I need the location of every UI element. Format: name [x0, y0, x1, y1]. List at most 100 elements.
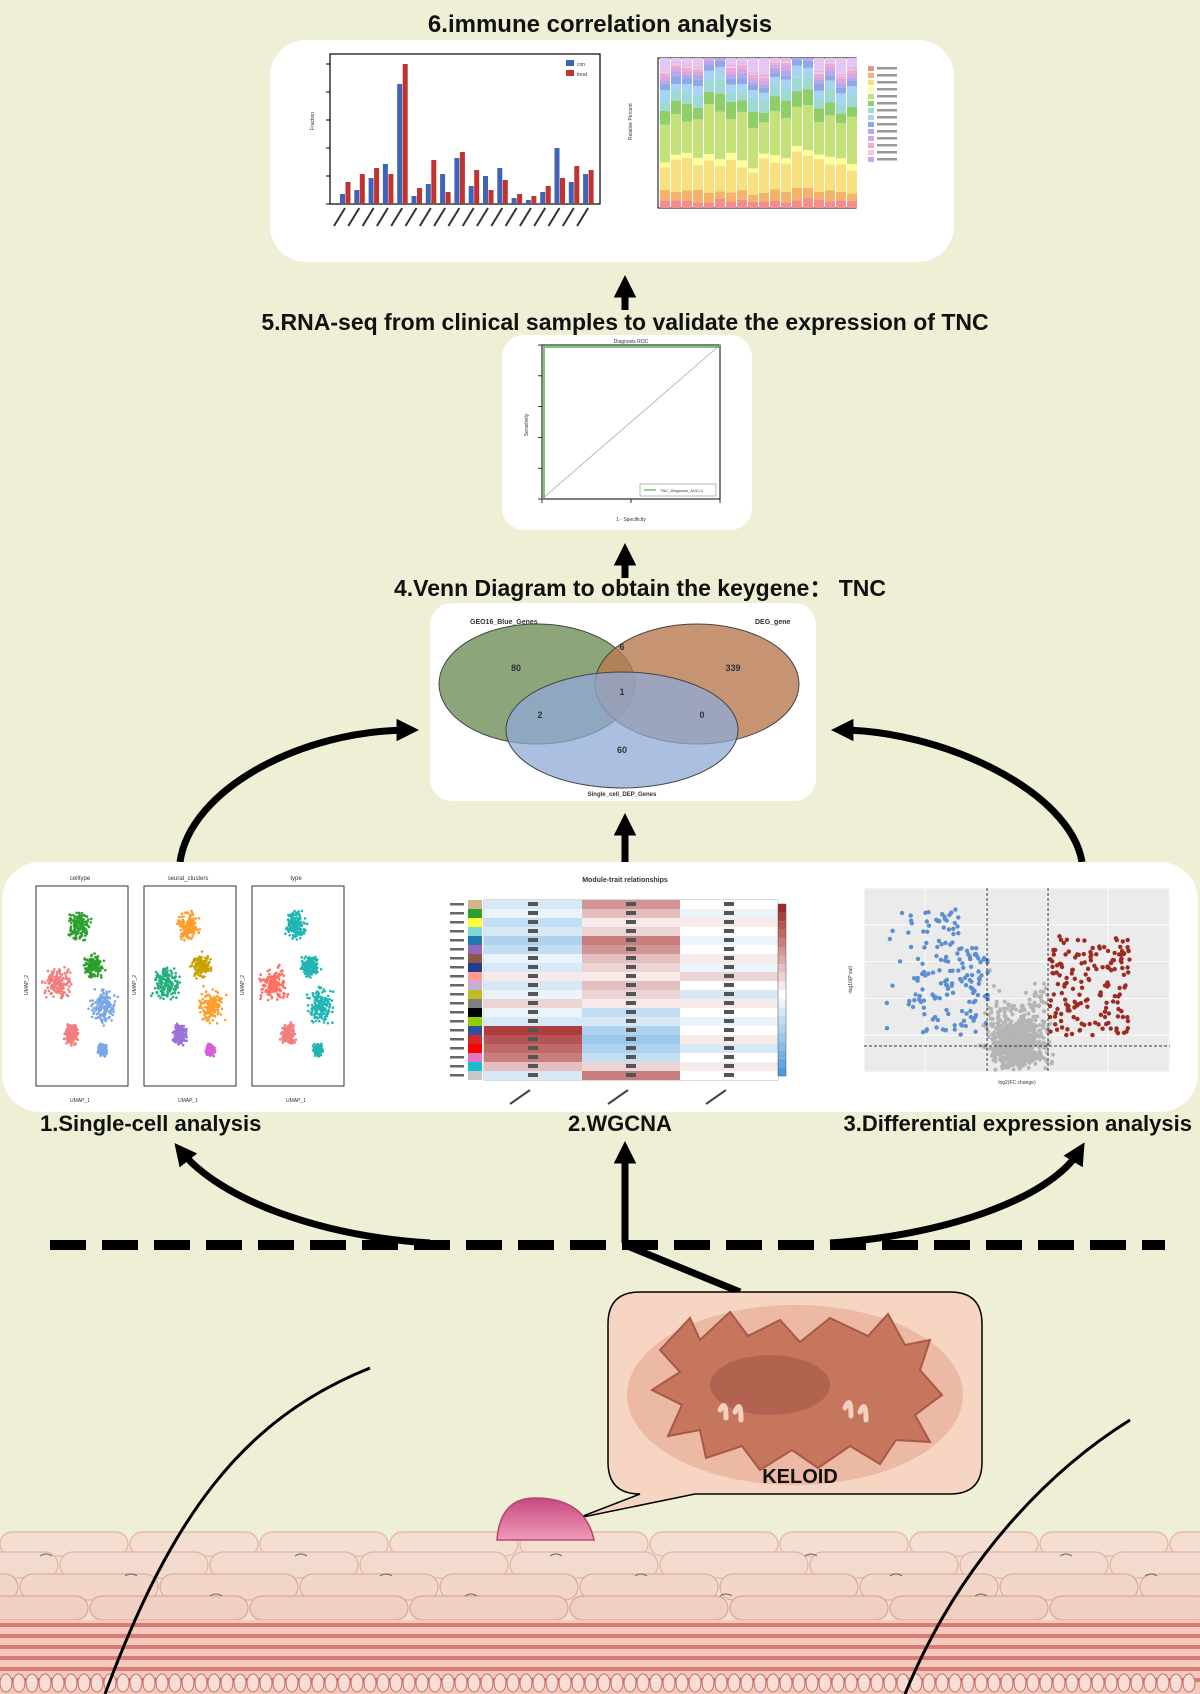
stacked-segment	[825, 156, 835, 165]
volcano-point-ns	[995, 1021, 1000, 1025]
volcano-point-ns	[1014, 1061, 1019, 1066]
volcano-point-up	[1096, 1022, 1101, 1027]
stacked-segment	[682, 190, 692, 201]
umap-point	[192, 932, 196, 935]
stacked-segment	[704, 91, 714, 105]
umap-point	[186, 935, 189, 938]
stacked-segment	[748, 77, 758, 82]
volcano-point-down	[946, 1011, 951, 1017]
immune-violin-treat	[374, 168, 380, 204]
volcano-point-down	[952, 1023, 957, 1028]
stacked-legend-text	[877, 88, 897, 91]
umap-point	[288, 1025, 291, 1028]
volcano-point-ns	[1021, 1006, 1026, 1011]
umap-point	[180, 920, 183, 924]
volcano-point-down	[899, 910, 905, 916]
fat-cell	[727, 1673, 741, 1693]
umap-point	[265, 981, 269, 984]
stacked-segment	[704, 160, 714, 194]
stacked-legend-text	[877, 102, 897, 105]
volcano-point-up	[1064, 1032, 1069, 1038]
stacked-segment	[814, 159, 824, 192]
roc-ylabel: Sensitivity	[524, 413, 530, 436]
umap-point	[218, 999, 221, 1003]
umap-point	[109, 1012, 113, 1015]
stacked-segment	[682, 78, 692, 85]
fat-cell	[493, 1673, 507, 1693]
stacked-segment	[748, 74, 758, 78]
umap-point	[85, 930, 89, 934]
arrow-3-to-4	[831, 718, 1086, 863]
fat-cell	[324, 1673, 338, 1693]
volcano-point-up	[1059, 1011, 1064, 1017]
fat-cell	[805, 1673, 819, 1693]
volcano-point-ns	[1031, 1051, 1036, 1056]
umap-point	[211, 988, 215, 991]
umap-point	[69, 1039, 72, 1042]
step1-label: 1.Single-cell analysis	[40, 1111, 261, 1136]
volcano-point-ns	[1042, 981, 1047, 986]
stacked-segment	[792, 77, 802, 92]
volcano-point-ns	[996, 1010, 1000, 1015]
umap-point	[172, 1030, 176, 1033]
immune-violin-con	[554, 148, 560, 204]
umap-point	[194, 925, 198, 929]
umap-point	[183, 925, 187, 928]
volcano-point-down	[955, 951, 960, 956]
umap-point	[178, 1041, 182, 1044]
stacked-segment	[770, 110, 780, 156]
umap-point	[184, 911, 188, 915]
umap-point	[212, 995, 216, 999]
volcano-point-up	[1054, 1027, 1060, 1032]
fat-cell	[1104, 1673, 1118, 1693]
immune-violin-con	[568, 182, 574, 204]
fat-cell	[142, 1673, 156, 1693]
umap-point	[200, 992, 204, 996]
immune-tick	[519, 207, 532, 227]
umap-point	[102, 996, 105, 1000]
stacked-segment	[803, 187, 813, 198]
volcano-point-ns	[1006, 1002, 1011, 1007]
umap-point	[194, 963, 197, 967]
umap-point	[306, 1004, 310, 1007]
immune-tick	[504, 207, 518, 227]
volcano-point-ns	[1037, 1003, 1042, 1008]
volcano-point-up	[1119, 956, 1124, 961]
volcano-point-up	[1119, 1009, 1124, 1014]
stacked-segment	[682, 65, 692, 67]
wgcna-cell-label	[626, 947, 636, 951]
fat-cell	[792, 1673, 806, 1693]
stacked-segment	[693, 67, 703, 70]
stacked-segment	[814, 191, 824, 200]
stacked-segment	[814, 154, 824, 160]
umap-point	[215, 995, 219, 998]
umap-point	[211, 1052, 215, 1056]
stacked-legend-text	[877, 74, 897, 77]
umap-point	[191, 934, 194, 938]
stacked-legend-swatch	[868, 108, 874, 113]
umap-point	[70, 1044, 73, 1047]
wgcna-cell-label	[528, 983, 538, 987]
volcano-point-up	[1070, 967, 1075, 973]
stacked-segment	[660, 58, 670, 71]
volcano-point-down	[969, 972, 975, 978]
umap-point	[96, 972, 100, 976]
umap-point	[78, 937, 81, 940]
wgcna-cell-label	[724, 920, 734, 924]
fat-cell	[1065, 1673, 1079, 1693]
volcano-point-up	[1102, 1014, 1108, 1020]
umap-point	[67, 968, 70, 971]
stacked-segment	[803, 197, 813, 208]
volcano-point-ns	[1002, 999, 1007, 1004]
wgcna-cell-label	[626, 1055, 636, 1059]
umap-point	[322, 1021, 326, 1024]
immune-violin-con	[511, 198, 517, 204]
stacked-segment	[770, 62, 780, 65]
stacked-legend-swatch	[868, 136, 874, 141]
stacked-segment	[825, 164, 835, 191]
wgcna-cell-label	[626, 965, 636, 969]
umap-point	[184, 1030, 188, 1033]
legend-treat: treat	[577, 72, 588, 78]
umap-point	[102, 1024, 105, 1027]
umap-point	[87, 1007, 90, 1011]
